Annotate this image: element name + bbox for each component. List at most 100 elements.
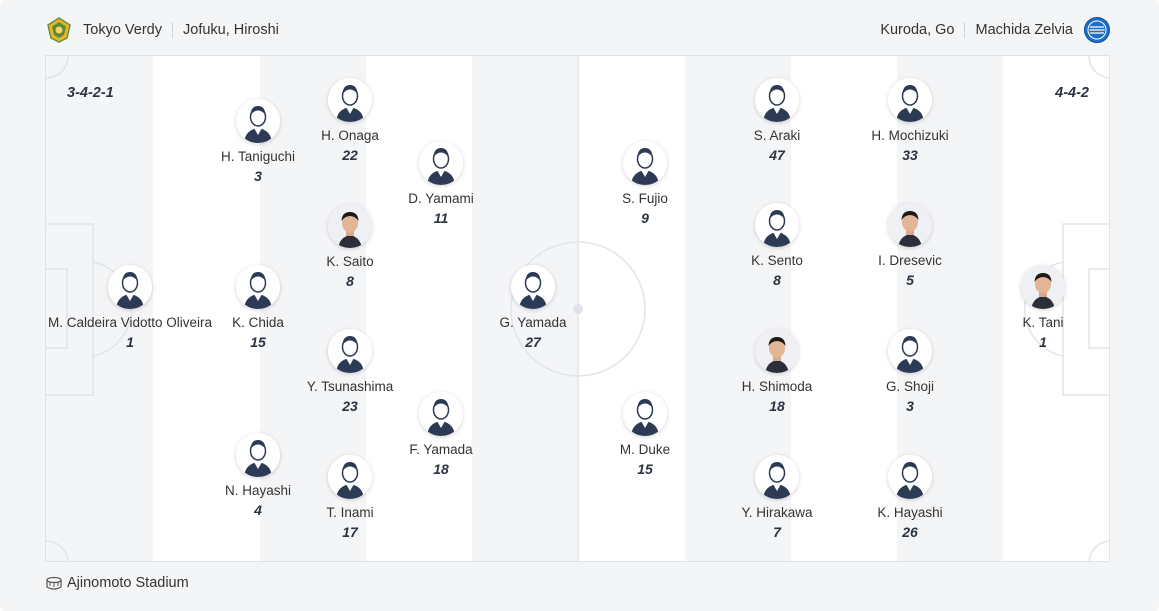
player-avatar-icon xyxy=(236,265,280,309)
player-number: 3 xyxy=(254,168,262,184)
player-number: 17 xyxy=(342,524,358,540)
stadium-icon xyxy=(45,574,63,592)
home-player[interactable]: K. Chida 15 xyxy=(173,265,343,350)
home-team-name[interactable]: Tokyo Verdy xyxy=(83,22,162,38)
player-number: 22 xyxy=(342,147,358,163)
home-coach-name: Jofuku, Hiroshi xyxy=(183,22,279,38)
tokyo-verdy-crest-icon xyxy=(45,16,73,44)
pitch-stripe xyxy=(791,56,897,561)
player-number: 1 xyxy=(1039,334,1047,350)
player-name: M. Duke xyxy=(619,442,671,457)
home-player[interactable]: F. Yamada 18 xyxy=(356,392,526,477)
away-player[interactable]: H. Mochizuki 33 xyxy=(825,78,995,163)
player-name: F. Yamada xyxy=(409,442,473,457)
player-number: 11 xyxy=(433,210,449,226)
player-avatar-icon xyxy=(419,141,463,185)
player-name: G. Shoji xyxy=(885,379,935,394)
player-avatar-icon xyxy=(419,392,463,436)
player-avatar-icon xyxy=(108,265,152,309)
player-avatar-icon xyxy=(755,203,799,247)
player-name: T. Inami xyxy=(326,505,374,520)
player-name: Y. Tsunashima xyxy=(306,379,394,394)
away-coach-name: Kuroda, Go xyxy=(880,22,955,38)
player-avatar-icon xyxy=(888,329,932,373)
player-name: K. Saito xyxy=(326,254,374,269)
away-team-name[interactable]: Machida Zelvia xyxy=(975,22,1073,38)
player-avatar-icon xyxy=(888,455,932,499)
header-divider xyxy=(964,22,966,38)
player-photo xyxy=(888,203,932,247)
away-player[interactable]: Y. Hirakawa 7 xyxy=(692,455,862,540)
player-name: N. Hayashi xyxy=(224,483,292,498)
player-number: 9 xyxy=(641,210,649,226)
away-formation: 4-4-2 xyxy=(1055,85,1089,101)
player-name: H. Taniguchi xyxy=(220,149,296,164)
player-number: 18 xyxy=(433,461,449,477)
player-avatar-icon xyxy=(236,433,280,477)
lineup-header: Tokyo Verdy Jofuku, Hiroshi Kuroda, Go M… xyxy=(0,0,1159,58)
home-player[interactable]: Y. Tsunashima 23 xyxy=(265,329,435,414)
player-number: 8 xyxy=(773,272,781,288)
player-avatar-icon xyxy=(888,78,932,122)
player-avatar-icon xyxy=(328,455,372,499)
player-number: 7 xyxy=(773,524,781,540)
player-number: 1 xyxy=(126,334,134,350)
player-number: 4 xyxy=(254,502,262,518)
pitch: 3-4-2-1 4-4-2 M. Caldeira Vidotto Olivei… xyxy=(45,55,1110,562)
player-number: 15 xyxy=(250,334,266,350)
player-number: 27 xyxy=(525,334,541,350)
pitch-stripe xyxy=(1003,56,1109,561)
pitch-markings xyxy=(46,56,1109,561)
player-name: H. Mochizuki xyxy=(871,128,949,143)
away-player[interactable]: K. Tani 1 xyxy=(958,265,1109,350)
venue-footer: Ajinomoto Stadium xyxy=(45,572,189,594)
player-name: Y. Hirakawa xyxy=(741,505,813,520)
player-number: 18 xyxy=(769,398,785,414)
player-name: K. Sento xyxy=(751,253,803,268)
home-team-info: Tokyo Verdy Jofuku, Hiroshi xyxy=(45,17,279,43)
machida-zelvia-crest-icon xyxy=(1083,16,1111,44)
pitch-stripe xyxy=(578,56,685,561)
away-player[interactable]: M. Duke 15 xyxy=(560,392,730,477)
player-avatar-icon xyxy=(755,455,799,499)
home-formation: 3-4-2-1 xyxy=(67,85,114,101)
player-name: K. Hayashi xyxy=(877,505,943,520)
home-player[interactable]: H. Onaga 22 xyxy=(265,78,435,163)
stadium-name: Ajinomoto Stadium xyxy=(67,575,189,591)
player-number: 33 xyxy=(902,147,918,163)
home-player[interactable]: T. Inami 17 xyxy=(265,455,435,540)
player-avatar-icon xyxy=(755,78,799,122)
pitch-stripe xyxy=(153,56,260,561)
player-avatar-icon xyxy=(328,329,372,373)
pitch-stripe xyxy=(472,56,578,561)
away-player[interactable]: K. Hayashi 26 xyxy=(825,455,995,540)
player-number: 26 xyxy=(902,524,918,540)
player-avatar-icon xyxy=(328,78,372,122)
player-name: M. Caldeira Vidotto Oliveira xyxy=(47,315,213,330)
header-divider xyxy=(172,22,173,38)
player-name: H. Onaga xyxy=(321,128,379,143)
home-player[interactable]: M. Caldeira Vidotto Oliveira 1 xyxy=(46,265,215,350)
pitch-stripe xyxy=(46,56,153,561)
away-player[interactable]: K. Sento 8 xyxy=(692,203,862,288)
player-name: I. Dresevic xyxy=(878,253,942,268)
player-name: K. Tani xyxy=(1022,315,1064,330)
player-name: K. Chida xyxy=(232,315,284,330)
player-photo xyxy=(328,204,372,248)
home-player[interactable]: H. Taniguchi 3 xyxy=(173,99,343,184)
player-avatar-icon xyxy=(623,392,667,436)
player-number: 8 xyxy=(346,273,354,289)
home-player[interactable]: K. Saito 8 xyxy=(265,204,435,289)
home-player[interactable]: N. Hayashi 4 xyxy=(173,433,343,518)
player-number: 15 xyxy=(637,461,653,477)
player-number: 23 xyxy=(342,398,358,414)
player-avatar-icon xyxy=(623,141,667,185)
